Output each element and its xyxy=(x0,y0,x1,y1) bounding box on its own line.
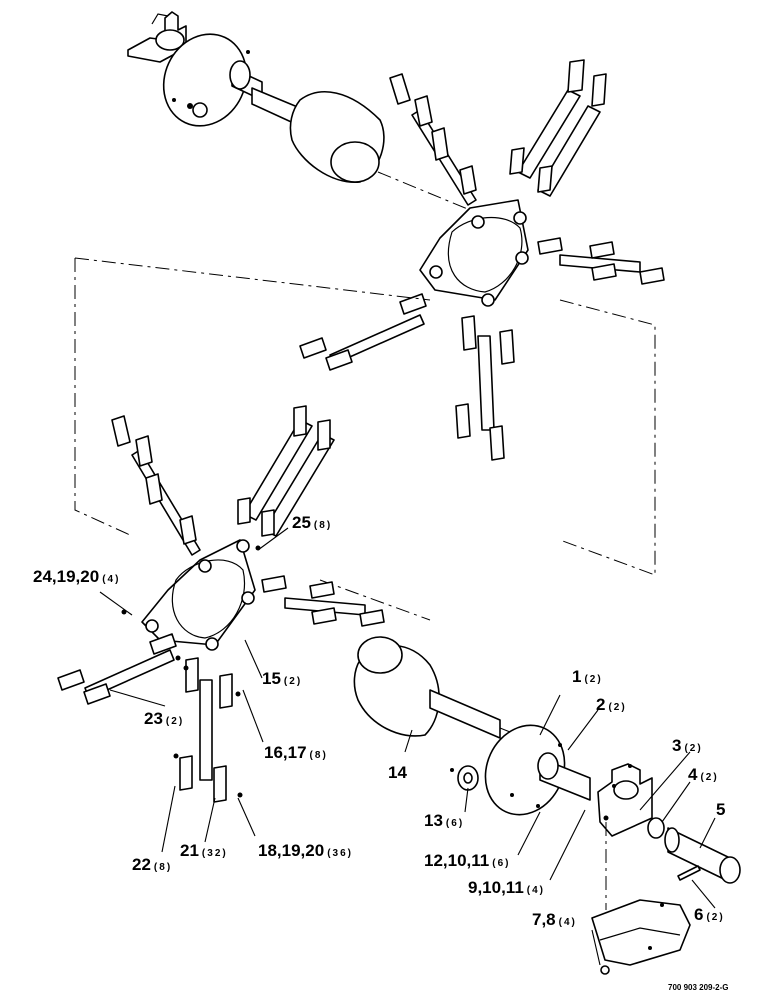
callout-3: 3(2) xyxy=(672,736,703,755)
callout-23: 23(2) xyxy=(144,709,184,728)
snap-ring-4 xyxy=(647,817,665,839)
callout-1: 1(2) xyxy=(572,667,603,686)
leader-lines xyxy=(99,527,716,966)
top-arm-lower xyxy=(455,315,515,461)
stub-shaft-5 xyxy=(664,827,741,884)
phantom-boundary xyxy=(74,257,656,621)
lower-bearing-bracket xyxy=(597,763,653,837)
hardware-bolts xyxy=(121,545,261,798)
mounting-bracket xyxy=(591,899,691,975)
callout-18-19-20: 18,19,20(36) xyxy=(258,841,353,860)
callout-9-10-11: 9,10,11(4) xyxy=(468,878,545,897)
lower-arm-upper-left xyxy=(111,415,201,556)
drawing-reference-code: 700 903 209-2-G xyxy=(668,983,729,992)
top-shaft xyxy=(229,60,301,127)
lower-shaft xyxy=(429,689,501,739)
top-drum xyxy=(289,91,385,183)
top-bearing-bracket xyxy=(127,11,187,63)
callout-16-17: 16,17(8) xyxy=(264,743,328,762)
callout-4: 4(2) xyxy=(688,765,719,784)
lower-spider-hub xyxy=(141,539,256,651)
callout-24-19-20: 24,19,20(4) xyxy=(33,567,120,586)
washer-13 xyxy=(450,765,479,791)
lower-arm-upper-right xyxy=(237,405,335,537)
callout-13: 13(6) xyxy=(424,811,464,830)
roll-pin-6 xyxy=(677,865,701,881)
lower-arm-right xyxy=(261,575,385,627)
callout-2: 2(2) xyxy=(596,695,627,714)
top-axis-line xyxy=(377,171,471,211)
callout-22: 22(8) xyxy=(132,855,172,874)
callout-21: 21(32) xyxy=(180,841,228,860)
lower-arm-down xyxy=(179,657,233,803)
callout-14: 14 xyxy=(388,763,407,782)
callout-5: 5 xyxy=(716,800,725,819)
top-arm-right xyxy=(537,237,665,285)
callout-15: 15(2) xyxy=(262,669,302,688)
top-arm-lower-left xyxy=(299,293,427,371)
lower-drum xyxy=(353,636,440,737)
top-end-disc xyxy=(162,33,250,127)
callout-12-10-11: 12,10,11(6) xyxy=(424,851,510,870)
lower-arm-left xyxy=(57,633,177,705)
top-spider-hub xyxy=(419,199,529,307)
callout-6: 6(2) xyxy=(694,905,725,924)
top-arm-upper-right xyxy=(509,59,607,197)
callout-7-8: 7,8(4) xyxy=(532,910,577,929)
lower-disc-hub xyxy=(537,752,591,801)
top-arm-upper-left xyxy=(389,73,477,206)
callout-25: 25(8) xyxy=(292,513,332,532)
